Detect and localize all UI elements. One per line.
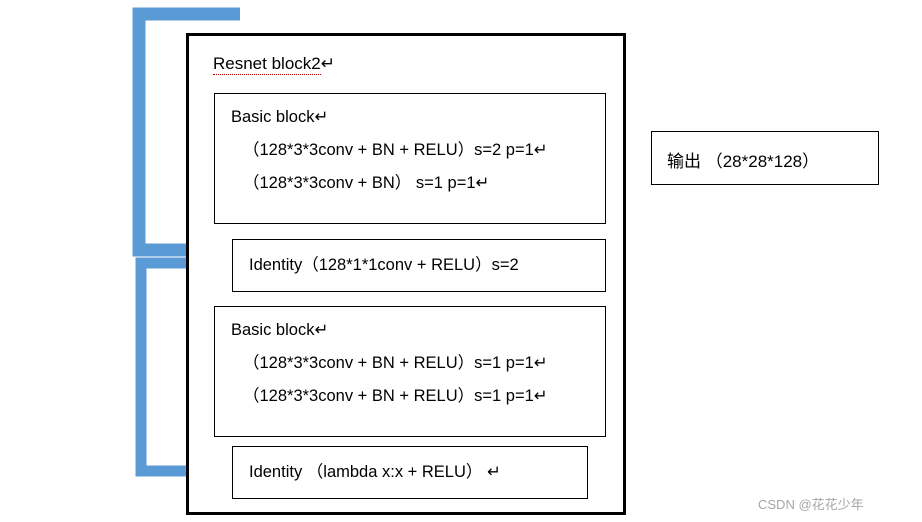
identity-lambda-label: Identity （lambda x:x + RELU） ↵ [249, 463, 501, 481]
basic-block-2-line-3: （128*3*3conv + BN + RELU）s=1 p=1↵ [243, 387, 548, 405]
output-label: 输出 （28*28*128） [667, 152, 820, 171]
resnet-block2-container: Resnet block2↵ Basic block↵ （128*3*3conv… [186, 33, 626, 515]
basic-block-2-line-1: Basic block↵ [231, 321, 329, 339]
basic-block-1-line-3: （128*3*3conv + BN） s=1 p=1↵ [243, 174, 490, 192]
identity-conv-block: Identity（128*1*1conv + RELU）s=2 [232, 239, 606, 292]
resnet-block2-title-mark: ↵ [320, 54, 335, 73]
csdn-watermark: CSDN @花花少年 [758, 497, 864, 512]
identity-lambda-block: Identity （lambda x:x + RELU） ↵ [232, 446, 588, 499]
resnet-block2-title-text: Resnet block2 [213, 54, 321, 75]
resnet-block2-title: Resnet block2↵ [213, 54, 335, 75]
basic-block-2: Basic block↵ （128*3*3conv + BN + RELU）s=… [214, 306, 606, 437]
basic-block-2-line-2: （128*3*3conv + BN + RELU）s=1 p=1↵ [243, 354, 548, 372]
basic-block-1-line-1: Basic block↵ [231, 108, 329, 126]
basic-block-1-line-2: （128*3*3conv + BN + RELU）s=2 p=1↵ [243, 141, 548, 159]
output-box: 输出 （28*28*128） [651, 131, 879, 185]
identity-conv-label: Identity（128*1*1conv + RELU）s=2 [249, 256, 519, 274]
basic-block-1: Basic block↵ （128*3*3conv + BN + RELU）s=… [214, 93, 606, 224]
